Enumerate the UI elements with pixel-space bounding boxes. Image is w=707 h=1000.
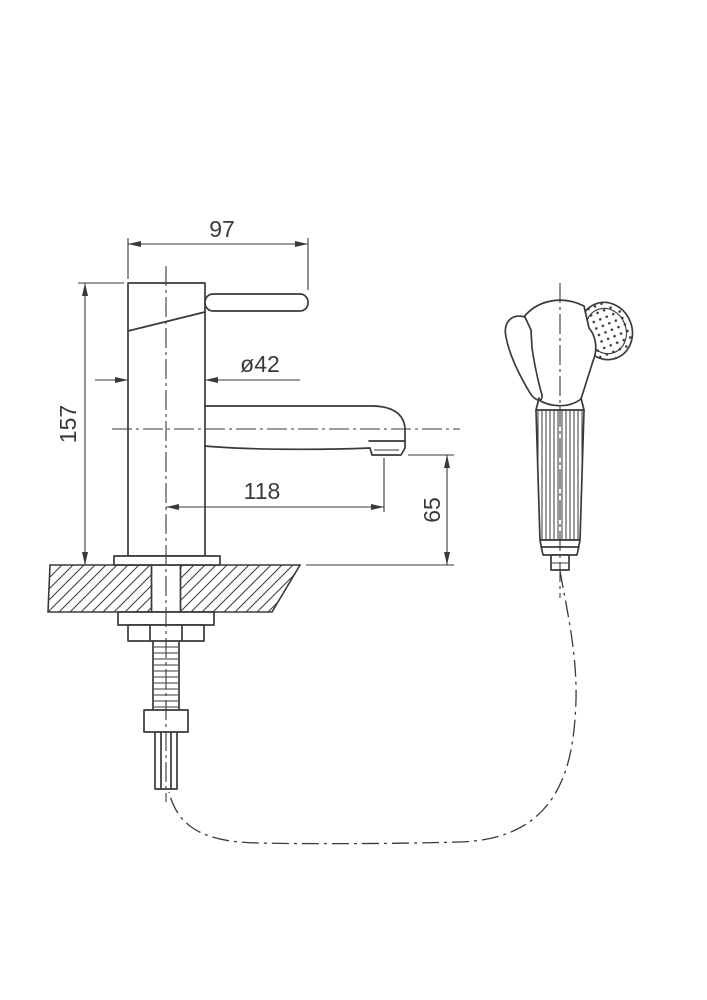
- dim-arrow: [371, 504, 384, 510]
- dim-label-lever-length: 97: [209, 216, 235, 242]
- counter-section: [47, 564, 302, 613]
- dimension-body-diameter: ø42: [95, 351, 300, 383]
- dim-label-body-diameter: ø42: [240, 351, 280, 377]
- base-flange: [113, 555, 221, 566]
- dim-arrow: [205, 377, 218, 383]
- dim-arrow: [115, 377, 128, 383]
- dimension-outlet-height: 65: [306, 454, 454, 566]
- centerlines: [112, 266, 561, 802]
- dim-arrow: [444, 455, 450, 468]
- hand-sprayer: [504, 299, 634, 571]
- flexible-hose: [168, 570, 577, 845]
- dim-label-spout-reach: 118: [244, 478, 281, 504]
- dimension-lever-length: 97: [127, 216, 309, 290]
- dim-arrow: [295, 241, 308, 247]
- dim-arrow: [128, 241, 141, 247]
- dim-arrow: [82, 552, 88, 565]
- dimension-total-height: 157: [55, 282, 124, 566]
- dim-arrow: [166, 504, 179, 510]
- faucet: [113, 282, 406, 566]
- dim-arrow: [444, 552, 450, 565]
- dim-label-outlet-height: 65: [419, 497, 445, 523]
- dim-label-total-height: 157: [55, 405, 81, 443]
- sprayer-trigger: [504, 315, 543, 401]
- dimension-spout-reach: 118: [166, 458, 385, 512]
- hose-assembly: [168, 570, 577, 845]
- dim-arrow: [82, 283, 88, 296]
- spout: [204, 405, 406, 456]
- lever-handle: [204, 293, 309, 312]
